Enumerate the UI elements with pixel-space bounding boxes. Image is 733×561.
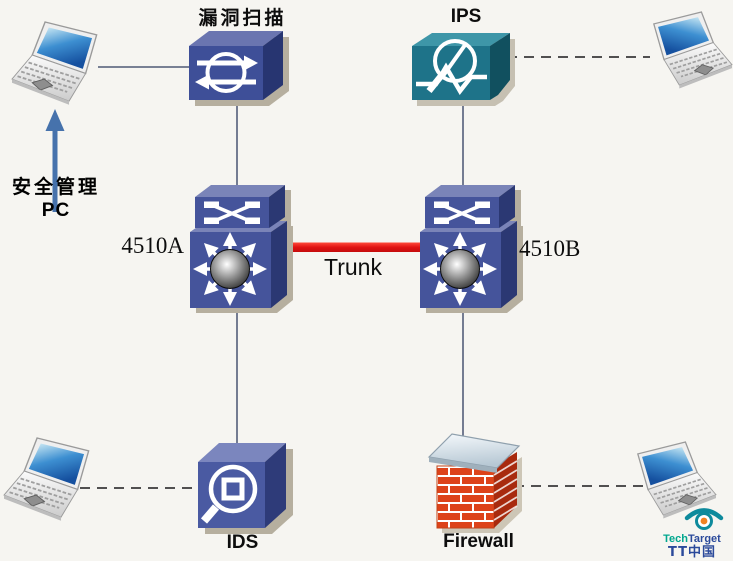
connection-lines [98,66,464,462]
scanner-label: 漏洞扫描 [198,7,287,29]
firewall-label: Firewall [443,531,514,552]
circle-arrows-icon [195,52,258,93]
dashed-lines [80,56,650,489]
techtarget-eye-icon [684,508,724,530]
mgmt-pc-label-line2: PC [41,200,71,221]
ids-device [198,443,293,534]
mgmt-pc-label-line1: 安全管理 [11,176,100,198]
mgmt-arrow-icon [45,109,65,212]
mgmt-laptop [11,21,98,106]
laptop-top-right [652,11,733,90]
tt-china-wordmark: TT中国 [667,545,717,561]
ids-label: IDS [226,532,259,553]
switch-a-label: 4510A [121,233,184,258]
mgmt-pc-label: 安全管理 PC [4,172,108,222]
switch-4510A [190,185,293,313]
firewall-device [427,433,522,533]
ips-label: IPS [450,6,482,27]
laptop-bottom-right [636,441,717,520]
techtarget-watermark: TechTarget TT中国 [652,533,732,560]
trunk-link [284,242,421,252]
laptop-bottom-left [3,437,90,522]
magnifier-pulse-icon [416,39,487,95]
trunk-label: Trunk [324,254,382,280]
vulnerability-scanner-device [189,31,289,106]
magnifier-square-icon [200,464,258,524]
switch-b-label: 4510B [519,236,581,261]
ips-device [412,33,515,106]
switch-4510B [420,185,523,313]
techtarget-wordmark: TechTarget [663,533,721,545]
